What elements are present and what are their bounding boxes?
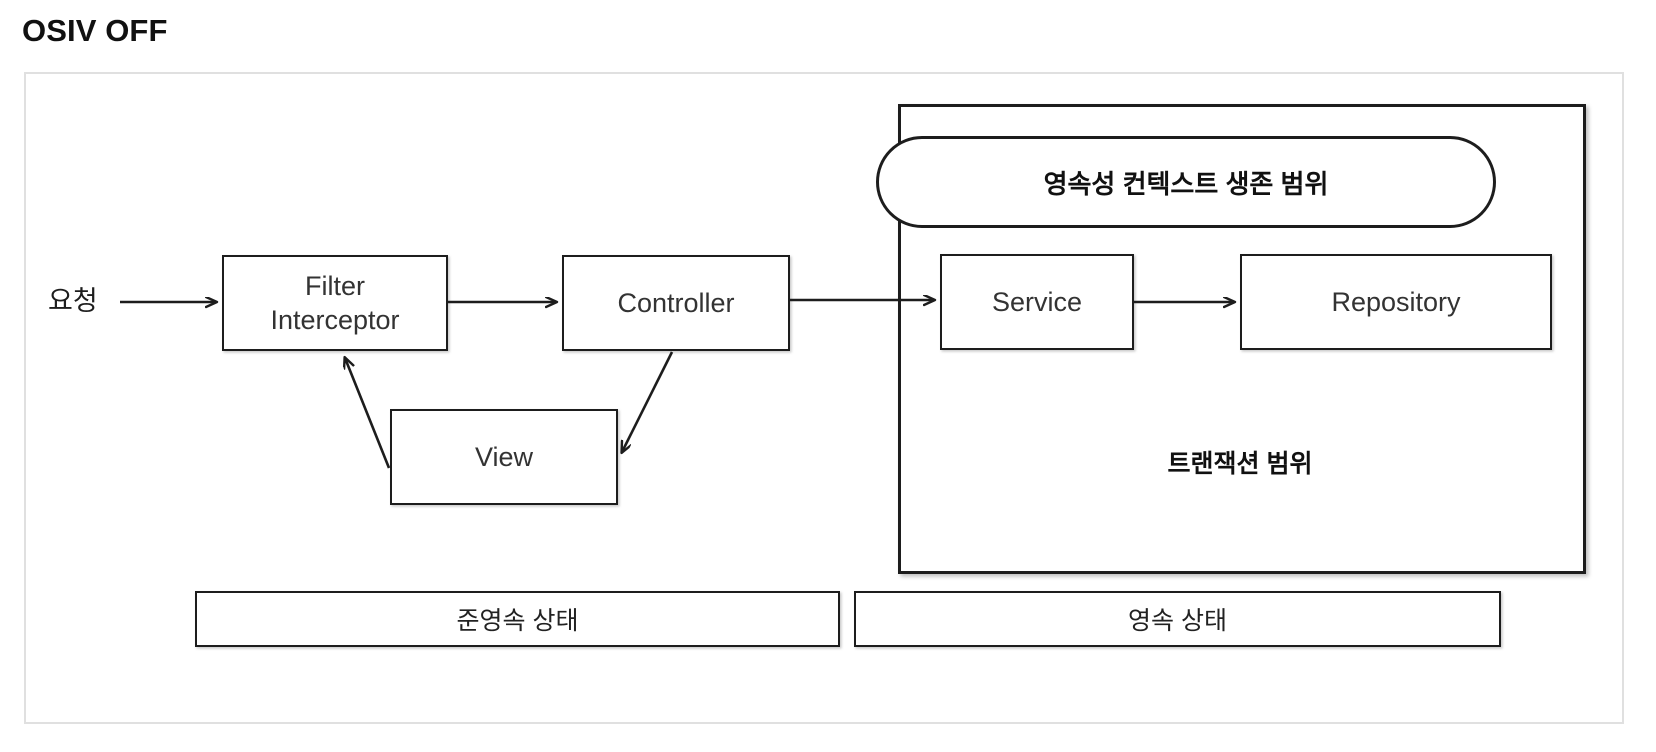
node-repository[interactable]: Repository — [1240, 254, 1552, 350]
node-view[interactable]: View — [390, 409, 618, 505]
request-label: 요청 — [48, 286, 98, 316]
persistence-context-scope-label: 영속성 컨텍스트 생존 범위 — [1043, 168, 1329, 199]
state-bar-persistent: 영속 상태 — [854, 591, 1501, 647]
node-controller[interactable]: Controller — [562, 255, 790, 351]
persistence-context-scope-pill: 영속성 컨텍스트 생존 범위 — [876, 136, 1496, 228]
page-title: OSIV OFF — [22, 13, 168, 48]
state-bar-detached: 준영속 상태 — [195, 591, 840, 647]
transaction-scope-label: 트랜잭션 범위 — [1167, 450, 1313, 478]
node-service[interactable]: Service — [940, 254, 1134, 350]
node-filter-interceptor[interactable]: Filter Interceptor — [222, 255, 448, 351]
